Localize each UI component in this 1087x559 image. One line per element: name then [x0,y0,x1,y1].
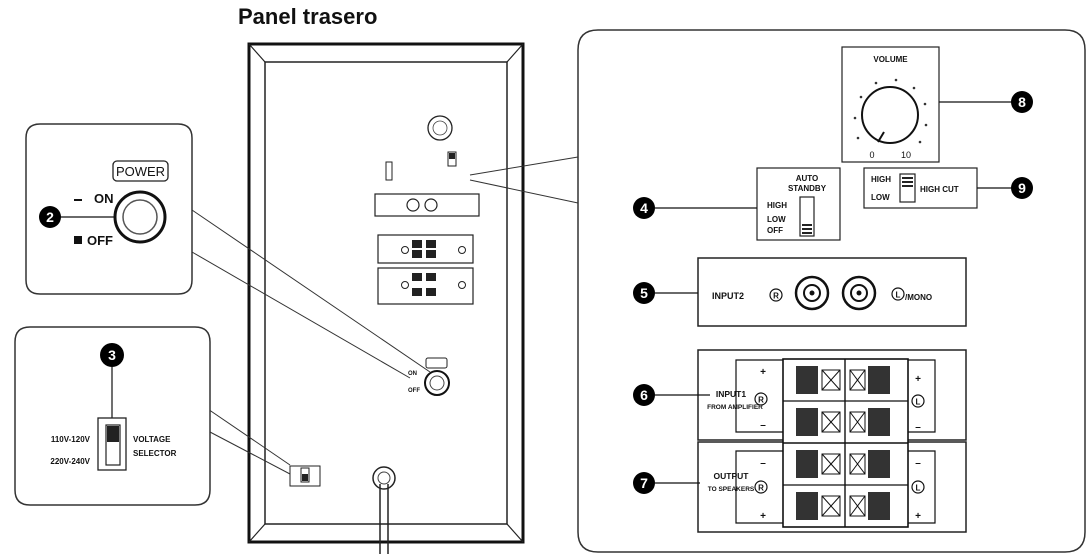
output-right-label: R [758,484,764,493]
output-plus-right: + [760,511,766,522]
volume-knob[interactable] [861,86,919,144]
voltage-range-low: 110V-120V [51,435,91,444]
callout-8 [1011,91,1033,113]
input2-left-label: L [896,291,901,300]
voltage-label-line2: SELECTOR [133,449,177,458]
svg-text:3: 3 [108,347,116,363]
svg-text:2: 2 [46,209,54,225]
mini-power-off-label: OFF [408,388,420,394]
voltage-label-line1: VOLTAGE [133,435,171,444]
auto-standby-title-line2: STANDBY [788,184,827,193]
input1-plus-left: + [915,374,921,385]
speaker-cabinet: ON OFF [247,42,525,554]
input1-label-line2: FROM AMPLIFIER [707,404,763,411]
high-cut-low: LOW [871,193,890,202]
svg-text:5: 5 [640,285,648,301]
auto-standby-switch[interactable] [799,196,815,237]
output-left-label: L [916,484,921,493]
controls-detail-panel: VOLUME 0 10 8 AUTO STANDBY HIGH LOW OFF [577,29,1086,553]
mini-power-on-label: ON [408,371,417,377]
svg-text:7: 7 [640,475,648,491]
output-label-line1: OUTPUT [714,471,750,481]
input1-right-label: R [758,396,764,405]
svg-text:6: 6 [640,387,648,403]
speaker-terminals [782,358,909,528]
input1-left-label: L [916,398,921,407]
high-cut-high: HIGH [871,175,891,184]
volume-min-label: 0 [869,150,874,160]
input2-label: INPUT2 [712,291,744,301]
input1-minus-right: – [760,420,766,431]
output-minus-left: – [915,458,921,469]
power-on-label: ON [94,191,114,206]
callout-9 [1011,177,1033,199]
power-inset: POWER ON OFF 2 [25,123,193,295]
callout-7 [633,472,655,494]
power-label: POWER [116,164,165,179]
input1-label-line1: INPUT1 [716,389,747,399]
auto-standby-off: OFF [767,226,783,235]
volume-label: VOLUME [873,55,908,64]
callout-5 [633,282,655,304]
svg-text:8: 8 [1018,94,1026,110]
voltage-selector-inset: 3 110V-120V 220V-240V VOLTAGE SELECTOR [14,326,211,506]
voltage-range-high: 220V-240V [50,457,90,466]
auto-standby-high: HIGH [767,201,787,210]
input2-mono-label: /MONO [905,293,932,302]
high-cut-label: HIGH CUT [920,185,959,194]
mini-volume-knob-icon [427,115,453,141]
page-title: Panel trasero [238,4,378,29]
input1-minus-left: – [915,422,921,433]
callout-3 [100,343,124,367]
svg-text:9: 9 [1018,180,1026,196]
input2-right-label: R [773,292,779,301]
callout-2 [39,206,61,228]
callout-6 [633,384,655,406]
callout-4 [633,197,655,219]
auto-standby-title-line1: AUTO [796,174,819,183]
output-label-line2: TO SPEAKERS [708,486,755,493]
volume-max-label: 10 [901,150,911,160]
output-plus-left: + [915,511,921,522]
output-minus-right: – [760,458,766,469]
power-off-label: OFF [87,233,113,248]
zoom-lines [191,156,579,475]
auto-standby-low: LOW [767,215,786,224]
svg-text:4: 4 [640,200,648,216]
input1-plus-right: + [760,367,766,378]
